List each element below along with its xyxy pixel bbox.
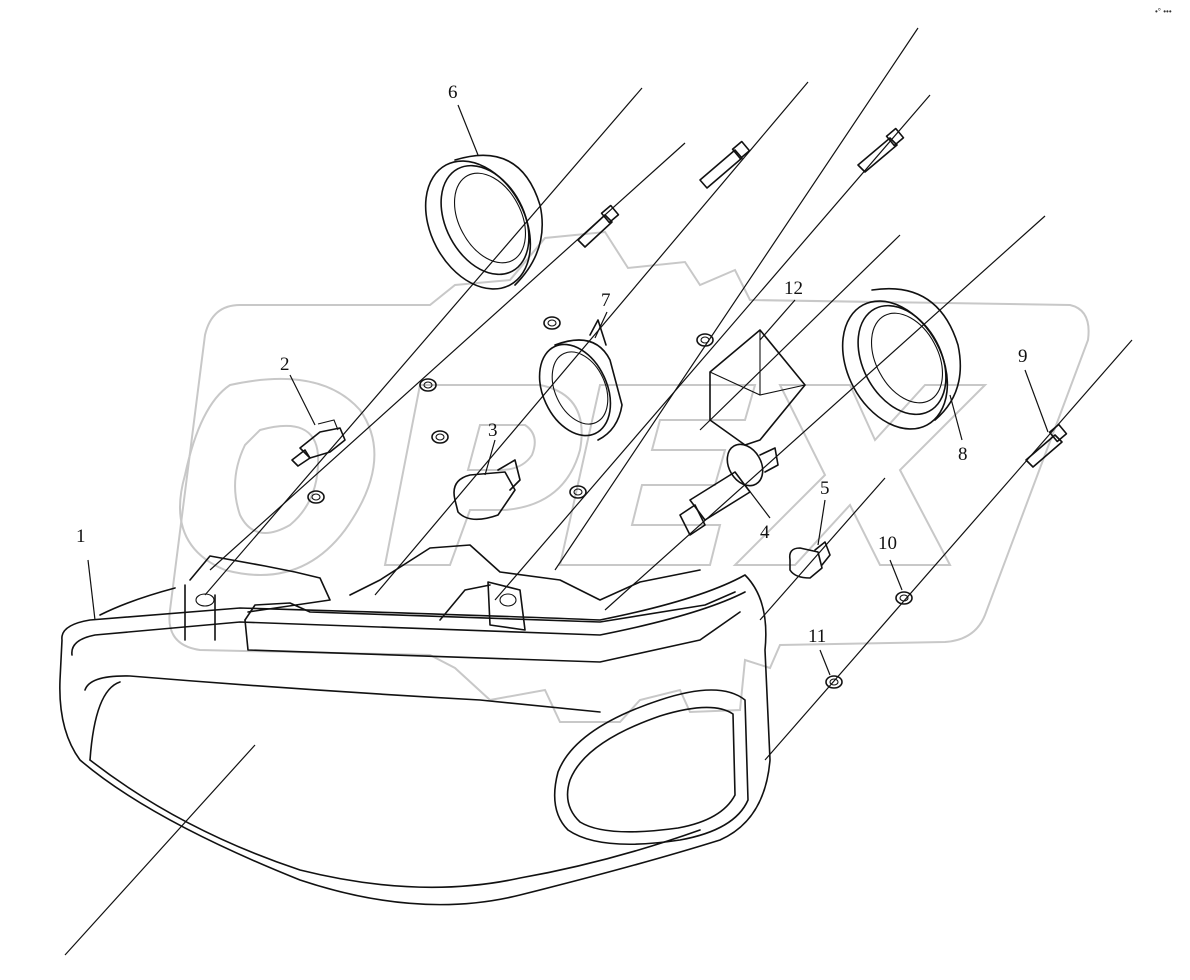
callout-2: 2 [280, 354, 290, 375]
callout-1: 1 [76, 526, 86, 547]
screw-9 [1025, 423, 1068, 468]
screw-right [857, 127, 905, 173]
screw-left [577, 204, 620, 248]
watermark-gear [168, 230, 1090, 723]
callout-7: 7 [601, 290, 611, 311]
reflector-ring-8 [841, 287, 962, 430]
callout-labels: 1 2 3 4 5 6 7 8 9 10 11 12 [76, 82, 1028, 647]
retaining-ring-7 [538, 319, 623, 441]
callout-leaders [64, 104, 1049, 956]
reflector-ring-6 [424, 154, 543, 290]
bulb-4 [679, 443, 779, 536]
bulb-2 [291, 419, 346, 467]
corner-mark: •° ••• [1155, 7, 1172, 16]
callout-12: 12 [784, 278, 803, 299]
headlamp-housing [59, 544, 771, 906]
bulb-3 [453, 459, 521, 521]
callout-11: 11 [808, 626, 826, 647]
callout-6: 6 [448, 82, 458, 103]
callout-4: 4 [760, 522, 770, 543]
callout-5: 5 [820, 478, 830, 499]
washer-10 [895, 591, 913, 605]
bulb-5 [788, 541, 831, 579]
screw-top-center [699, 140, 751, 189]
watermark-letters [179, 377, 988, 576]
callout-10: 10 [878, 533, 897, 554]
callout-3: 3 [488, 420, 498, 441]
assembly-axis-lines [204, 27, 1133, 761]
washers [307, 316, 913, 689]
screws [577, 127, 1068, 468]
callout-9: 9 [1018, 346, 1028, 367]
part-12-box [709, 329, 806, 446]
callout-8: 8 [958, 444, 968, 465]
washer-11 [825, 675, 843, 689]
